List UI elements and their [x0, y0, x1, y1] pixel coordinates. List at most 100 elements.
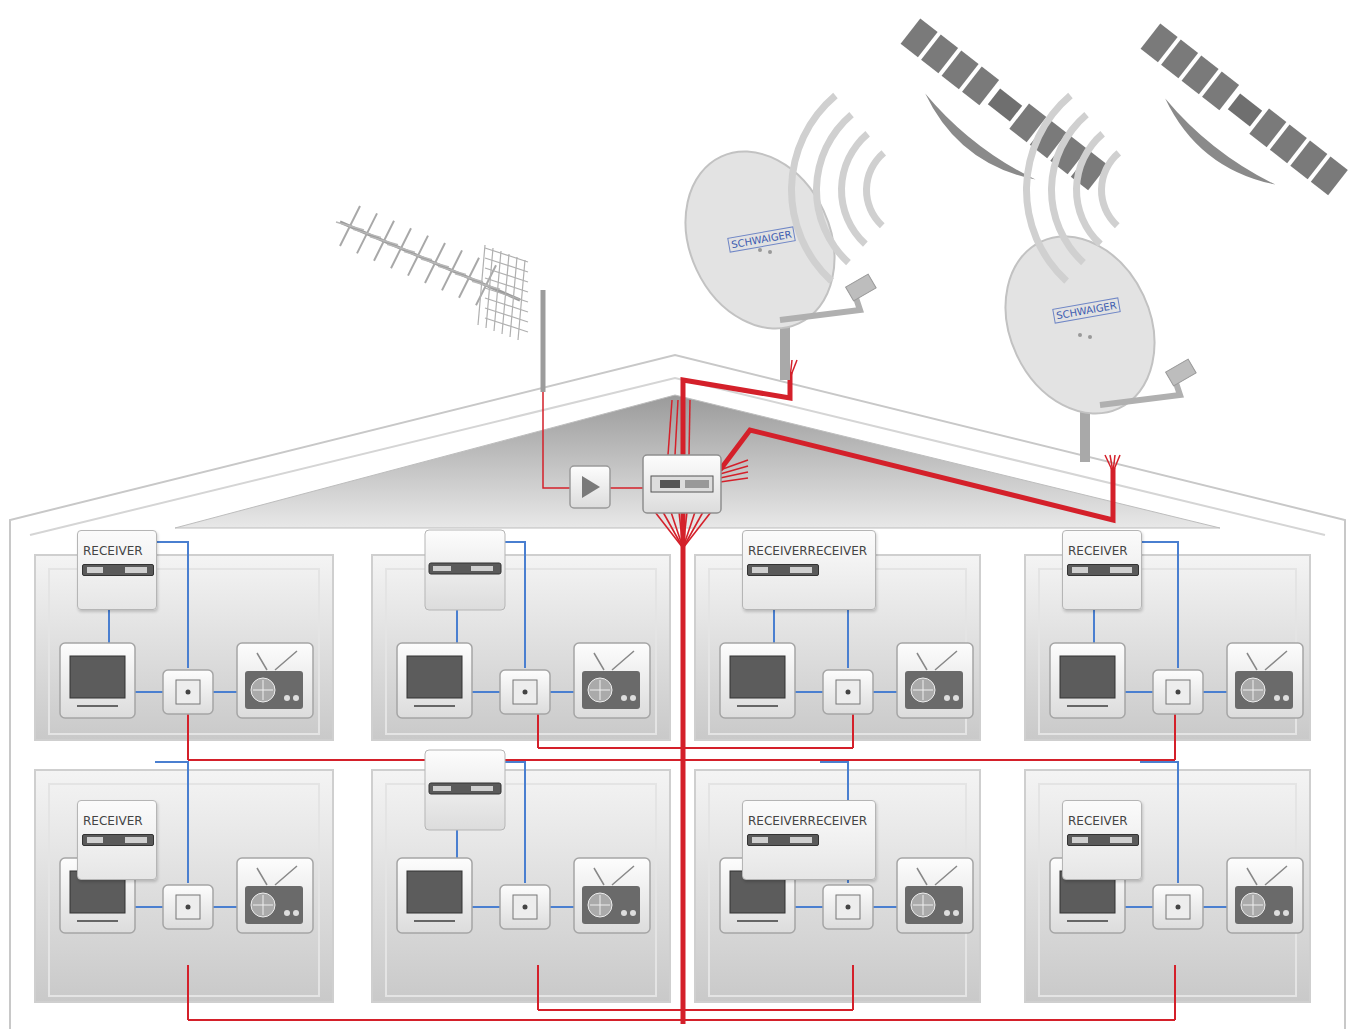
antenna-socket: [823, 885, 873, 929]
radio-body: [582, 886, 640, 924]
radio-knob: [953, 910, 959, 916]
radio-knob: [284, 910, 290, 916]
socket-cable: [1174, 965, 1176, 1020]
radio-body: [245, 886, 303, 924]
antenna-element: [438, 266, 466, 274]
signal-wire: [108, 610, 110, 643]
receiver-display: [125, 567, 147, 573]
solar-panel: [1311, 156, 1348, 195]
socket-port: [846, 690, 851, 695]
antenna-socket: [823, 670, 873, 714]
radio-antenna: [594, 651, 634, 670]
radio-grille: [263, 680, 264, 700]
radio-antenna: [257, 651, 297, 670]
lnb-lead: [682, 400, 684, 455]
signal-wire: [155, 542, 188, 668]
radio-icon: [574, 858, 650, 933]
radio-knob: [621, 910, 627, 916]
receiver-front: [82, 564, 154, 576]
receiver-display: [471, 786, 493, 791]
receiver-label: RECEIVERRECEIVER: [743, 531, 875, 558]
receiver-front: [82, 834, 154, 846]
radio-knob: [944, 910, 950, 916]
tv-stand: [1067, 705, 1108, 707]
antenna-element: [370, 237, 398, 245]
dish-dot: [1088, 335, 1092, 339]
receiver-front: [429, 563, 501, 574]
receiver-label: RECEIVER: [78, 801, 156, 828]
receiver-label: RECEIVER: [1063, 801, 1141, 828]
receiver-box: RECEIVERRECEIVER: [742, 800, 876, 880]
socket-plate: [1166, 680, 1190, 704]
radio-antenna: [257, 866, 297, 885]
radio-body: [905, 886, 963, 924]
radio-grille: [923, 680, 924, 700]
tv-stand: [77, 705, 118, 707]
radio-knob: [293, 910, 299, 916]
radio-speaker: [911, 893, 935, 917]
tv-stand: [737, 920, 778, 922]
signal-wave: [838, 131, 870, 247]
radio-grille: [263, 895, 264, 915]
signal-wire: [773, 610, 775, 643]
radio-speaker: [1241, 893, 1265, 917]
radio-knob: [293, 695, 299, 701]
radio-knob: [630, 695, 636, 701]
radio-antenna: [594, 866, 634, 885]
tv-stand: [77, 920, 118, 922]
socket-plate: [1166, 895, 1190, 919]
receiver-box: RECEIVER: [1062, 800, 1142, 880]
receiver-display: [87, 837, 103, 843]
radio-speaker: [588, 893, 612, 917]
lnb-lead: [720, 472, 748, 478]
switch-output-cable: [683, 512, 711, 548]
tv-icon: [397, 858, 472, 933]
satellite-body: [1228, 94, 1262, 127]
satellite-body: [988, 89, 1022, 122]
tv-screen: [70, 656, 125, 698]
receiver-front: [1067, 834, 1139, 846]
room-inset: [709, 784, 966, 996]
tv-icon: [1050, 643, 1125, 718]
switch-output-cable: [663, 512, 683, 548]
antenna-element: [404, 252, 432, 260]
solar-panel: [1202, 72, 1239, 111]
signal-wire: [1093, 610, 1095, 643]
tv-stand: [414, 920, 455, 922]
brand-text: SCHWAIGER: [727, 226, 796, 252]
tv-stand: [414, 705, 455, 707]
socket-port: [523, 690, 528, 695]
lnb-lead: [675, 400, 678, 455]
socket-cable: [187, 965, 189, 1020]
receiver-box: RECEIVER: [77, 530, 157, 610]
radio-knob: [1283, 910, 1289, 916]
switch-output-cable: [679, 512, 683, 548]
lnb-lead: [790, 360, 797, 378]
multiswitch-display: [685, 480, 709, 488]
receiver-label: RECEIVERRECEIVER: [743, 801, 875, 828]
receiver-display: [790, 837, 812, 843]
room-inset: [49, 784, 319, 996]
dish-cable: [683, 372, 790, 455]
dish-brand-label: SCHWAIGER: [727, 226, 796, 252]
lnb-lead: [668, 400, 672, 455]
socket-port: [186, 905, 191, 910]
switch-output-cable: [655, 512, 683, 548]
amplifier-symbol: [582, 476, 600, 498]
radio-icon: [237, 858, 313, 933]
radio-icon: [1227, 643, 1303, 718]
satellite: [1115, 24, 1348, 228]
house-outline: [10, 355, 1345, 1029]
receiver-box: [425, 750, 505, 830]
receiver-display: [125, 837, 147, 843]
receiver-display: [433, 566, 451, 571]
floor-cable: [188, 759, 1175, 761]
lnb: [1166, 359, 1197, 386]
lnb-lead: [1105, 455, 1113, 472]
socket-cable: [852, 965, 854, 1010]
radio-grille: [600, 680, 601, 700]
tv-stand: [737, 705, 778, 707]
receiver-display: [752, 837, 768, 843]
receiver-box: RECEIVER: [77, 800, 157, 880]
